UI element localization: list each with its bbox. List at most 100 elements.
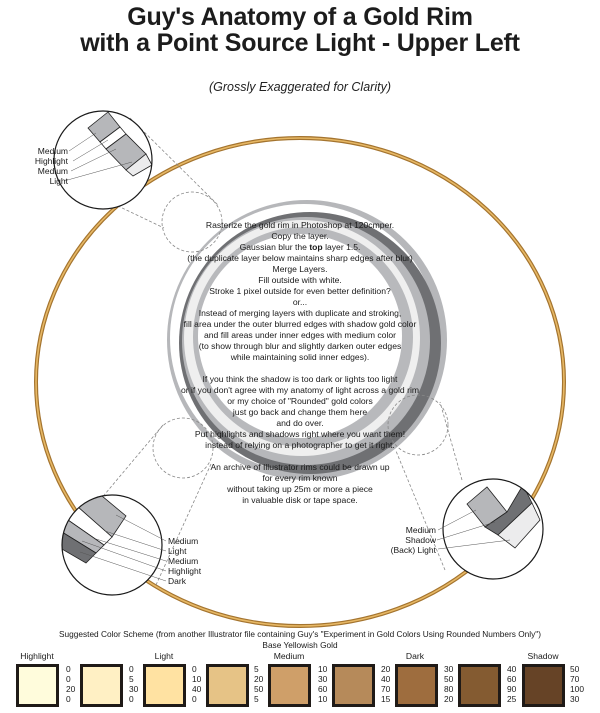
instruction-line: while maintaining solid inner edges). bbox=[230, 352, 370, 362]
instruction-line: or if you don't agree with my anatomy of… bbox=[180, 385, 420, 395]
callout-label: Medium bbox=[37, 166, 68, 176]
swatch-group-label-medium: Medium bbox=[273, 651, 305, 661]
swatch-group-label-highlight: Highlight bbox=[20, 651, 54, 661]
instruction-line: Put highlights and shadows right where y… bbox=[194, 429, 406, 439]
cmyk-c: 40 bbox=[507, 664, 517, 674]
cmyk-c: 20 bbox=[381, 664, 391, 674]
cmyk-k: 10 bbox=[318, 694, 328, 704]
instruction-line: or... bbox=[292, 297, 308, 307]
swatch-group-label-light: Light bbox=[154, 651, 174, 661]
callout-label: Medium bbox=[168, 536, 199, 546]
instruction-line: Instead of merging layers with duplicate… bbox=[198, 308, 402, 318]
callout-lower-right-labels: Medium Shadow (Back) Light bbox=[391, 525, 436, 555]
cmyk-y: 80 bbox=[444, 684, 454, 694]
color-swatch bbox=[80, 664, 123, 707]
cmyk-y: 90 bbox=[507, 684, 517, 694]
color-scheme-title: Suggested Color Scheme (from another Ill… bbox=[59, 629, 541, 639]
cmyk-y: 40 bbox=[192, 684, 202, 694]
cmyk-y: 50 bbox=[254, 684, 264, 694]
cmyk-y: 60 bbox=[318, 684, 328, 694]
color-swatch bbox=[458, 664, 501, 707]
instruction-line: Fill outside with white. bbox=[258, 275, 342, 285]
cmyk-c: 0 bbox=[192, 664, 197, 674]
instruction-line: (to show through blur and slightly darke… bbox=[198, 341, 402, 351]
instruction-line: just go back and change them here bbox=[232, 407, 368, 417]
instruction-line: Stroke 1 pixel outside for even better d… bbox=[209, 286, 391, 296]
callout-upper-left-labels: Medium Highlight Medium Light bbox=[35, 146, 68, 186]
cmyk-m: 5 bbox=[129, 674, 134, 684]
cmyk-m: 10 bbox=[192, 674, 202, 684]
instruction-line: fill area under the outer blurred edges … bbox=[183, 319, 417, 329]
instruction-line: and do over. bbox=[276, 418, 324, 428]
instruction-line: for every rim known bbox=[262, 473, 338, 483]
title-line-1: Guy's Anatomy of a Gold Rim bbox=[127, 3, 473, 31]
color-swatch bbox=[395, 664, 438, 707]
callout-label: Shadow bbox=[405, 535, 436, 545]
cmyk-k: 25 bbox=[507, 694, 517, 704]
cmyk-m: 70 bbox=[570, 674, 580, 684]
zoom-guides bbox=[94, 117, 463, 586]
instructions-text: Rasterize the gold rim in Photoshop at 1… bbox=[150, 220, 450, 506]
color-swatch bbox=[332, 664, 375, 707]
instruction-line: Copy the layer. bbox=[271, 231, 329, 241]
spacer bbox=[150, 451, 450, 462]
instruction-line: without taking up 25m or more a piece bbox=[227, 484, 373, 494]
callout-label: Medium bbox=[37, 146, 68, 156]
cmyk-m: 20 bbox=[254, 674, 264, 684]
color-swatch bbox=[522, 664, 565, 707]
cmyk-y: 100 bbox=[570, 684, 584, 694]
instruction-fragment: Gaussian blur the bbox=[239, 242, 310, 252]
instruction-line: If you think the shadow is too dark or l… bbox=[202, 374, 398, 384]
instruction-line: An archive of Illustrator rims could be … bbox=[210, 462, 390, 472]
cmyk-y: 30 bbox=[129, 684, 139, 694]
cmyk-k: 20 bbox=[444, 694, 454, 704]
callout-label: Highlight bbox=[34, 156, 68, 166]
swatch-group-label-shadow: Shadow bbox=[527, 651, 559, 661]
instruction-line: Gaussian blur the top layer 1.5. bbox=[150, 242, 450, 253]
instruction-emphasis: top bbox=[309, 242, 323, 252]
color-scheme-subtitle: Base Yellowish Gold bbox=[262, 640, 338, 650]
cmyk-k: 30 bbox=[570, 694, 580, 704]
callout-label: Medium bbox=[405, 525, 436, 535]
cmyk-m: 40 bbox=[381, 674, 391, 684]
instruction-line: Merge Layers. bbox=[272, 264, 328, 274]
cmyk-c: 10 bbox=[318, 664, 328, 674]
instruction-line: and fill areas under inner edges with me… bbox=[203, 330, 397, 340]
cmyk-c: 0 bbox=[66, 664, 71, 674]
cmyk-k: 15 bbox=[381, 694, 391, 704]
color-swatch bbox=[268, 664, 311, 707]
callout-label: (Back) Light bbox=[390, 545, 436, 555]
cmyk-c: 30 bbox=[444, 664, 454, 674]
callout-label: Light bbox=[168, 546, 187, 556]
instruction-line: instead of relying on a photographer to … bbox=[205, 440, 395, 450]
color-swatch bbox=[143, 664, 186, 707]
cmyk-k: 0 bbox=[66, 694, 71, 704]
grey-rim bbox=[167, 200, 447, 480]
cmyk-c: 5 bbox=[254, 664, 259, 674]
callout-label: Medium bbox=[168, 556, 199, 566]
callout-label: Light bbox=[49, 176, 68, 186]
instruction-line: Rasterize the gold rim in Photoshop at 1… bbox=[205, 220, 395, 230]
cmyk-y: 20 bbox=[66, 684, 76, 694]
magnifier-lower-right bbox=[436, 478, 544, 580]
gold-ring bbox=[34, 136, 566, 628]
cmyk-k: 0 bbox=[129, 694, 134, 704]
cmyk-k: 0 bbox=[192, 694, 197, 704]
magnifier-lower-left bbox=[61, 494, 167, 596]
callout-label: Dark bbox=[168, 576, 186, 586]
instruction-line: in valuable disk or tape space. bbox=[242, 495, 358, 505]
cmyk-m: 30 bbox=[318, 674, 328, 684]
cmyk-y: 70 bbox=[381, 684, 391, 694]
cmyk-m: 50 bbox=[444, 674, 454, 684]
cmyk-c: 50 bbox=[570, 664, 580, 674]
